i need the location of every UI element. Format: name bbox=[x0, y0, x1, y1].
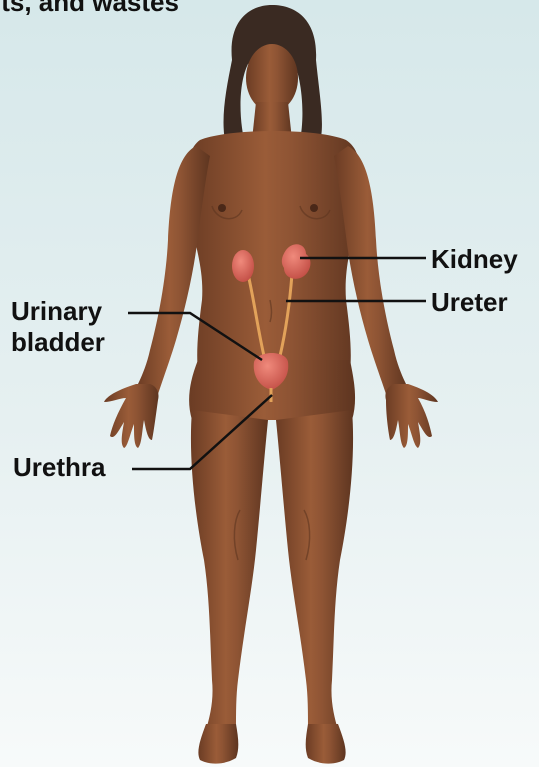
kidney-label: Kidney bbox=[431, 244, 518, 274]
left-nipple bbox=[218, 204, 226, 212]
left-foot bbox=[198, 724, 238, 764]
urinary-bladder-label: Urinary bladder bbox=[11, 296, 105, 358]
right-leg bbox=[276, 410, 353, 730]
urethra-label: Urethra bbox=[13, 452, 105, 482]
human-body bbox=[104, 44, 438, 764]
right-nipple bbox=[310, 204, 318, 212]
bladder-label-line2: bladder bbox=[11, 327, 105, 358]
ureter-label: Ureter bbox=[431, 287, 508, 317]
left-kidney bbox=[232, 250, 254, 282]
left-hand bbox=[104, 384, 159, 448]
header-text: lts, and wastes bbox=[0, 0, 179, 17]
head bbox=[246, 44, 298, 112]
right-hand bbox=[385, 384, 438, 448]
bladder-label-line1: Urinary bbox=[11, 296, 105, 327]
right-foot bbox=[306, 724, 346, 764]
torso bbox=[187, 131, 361, 372]
